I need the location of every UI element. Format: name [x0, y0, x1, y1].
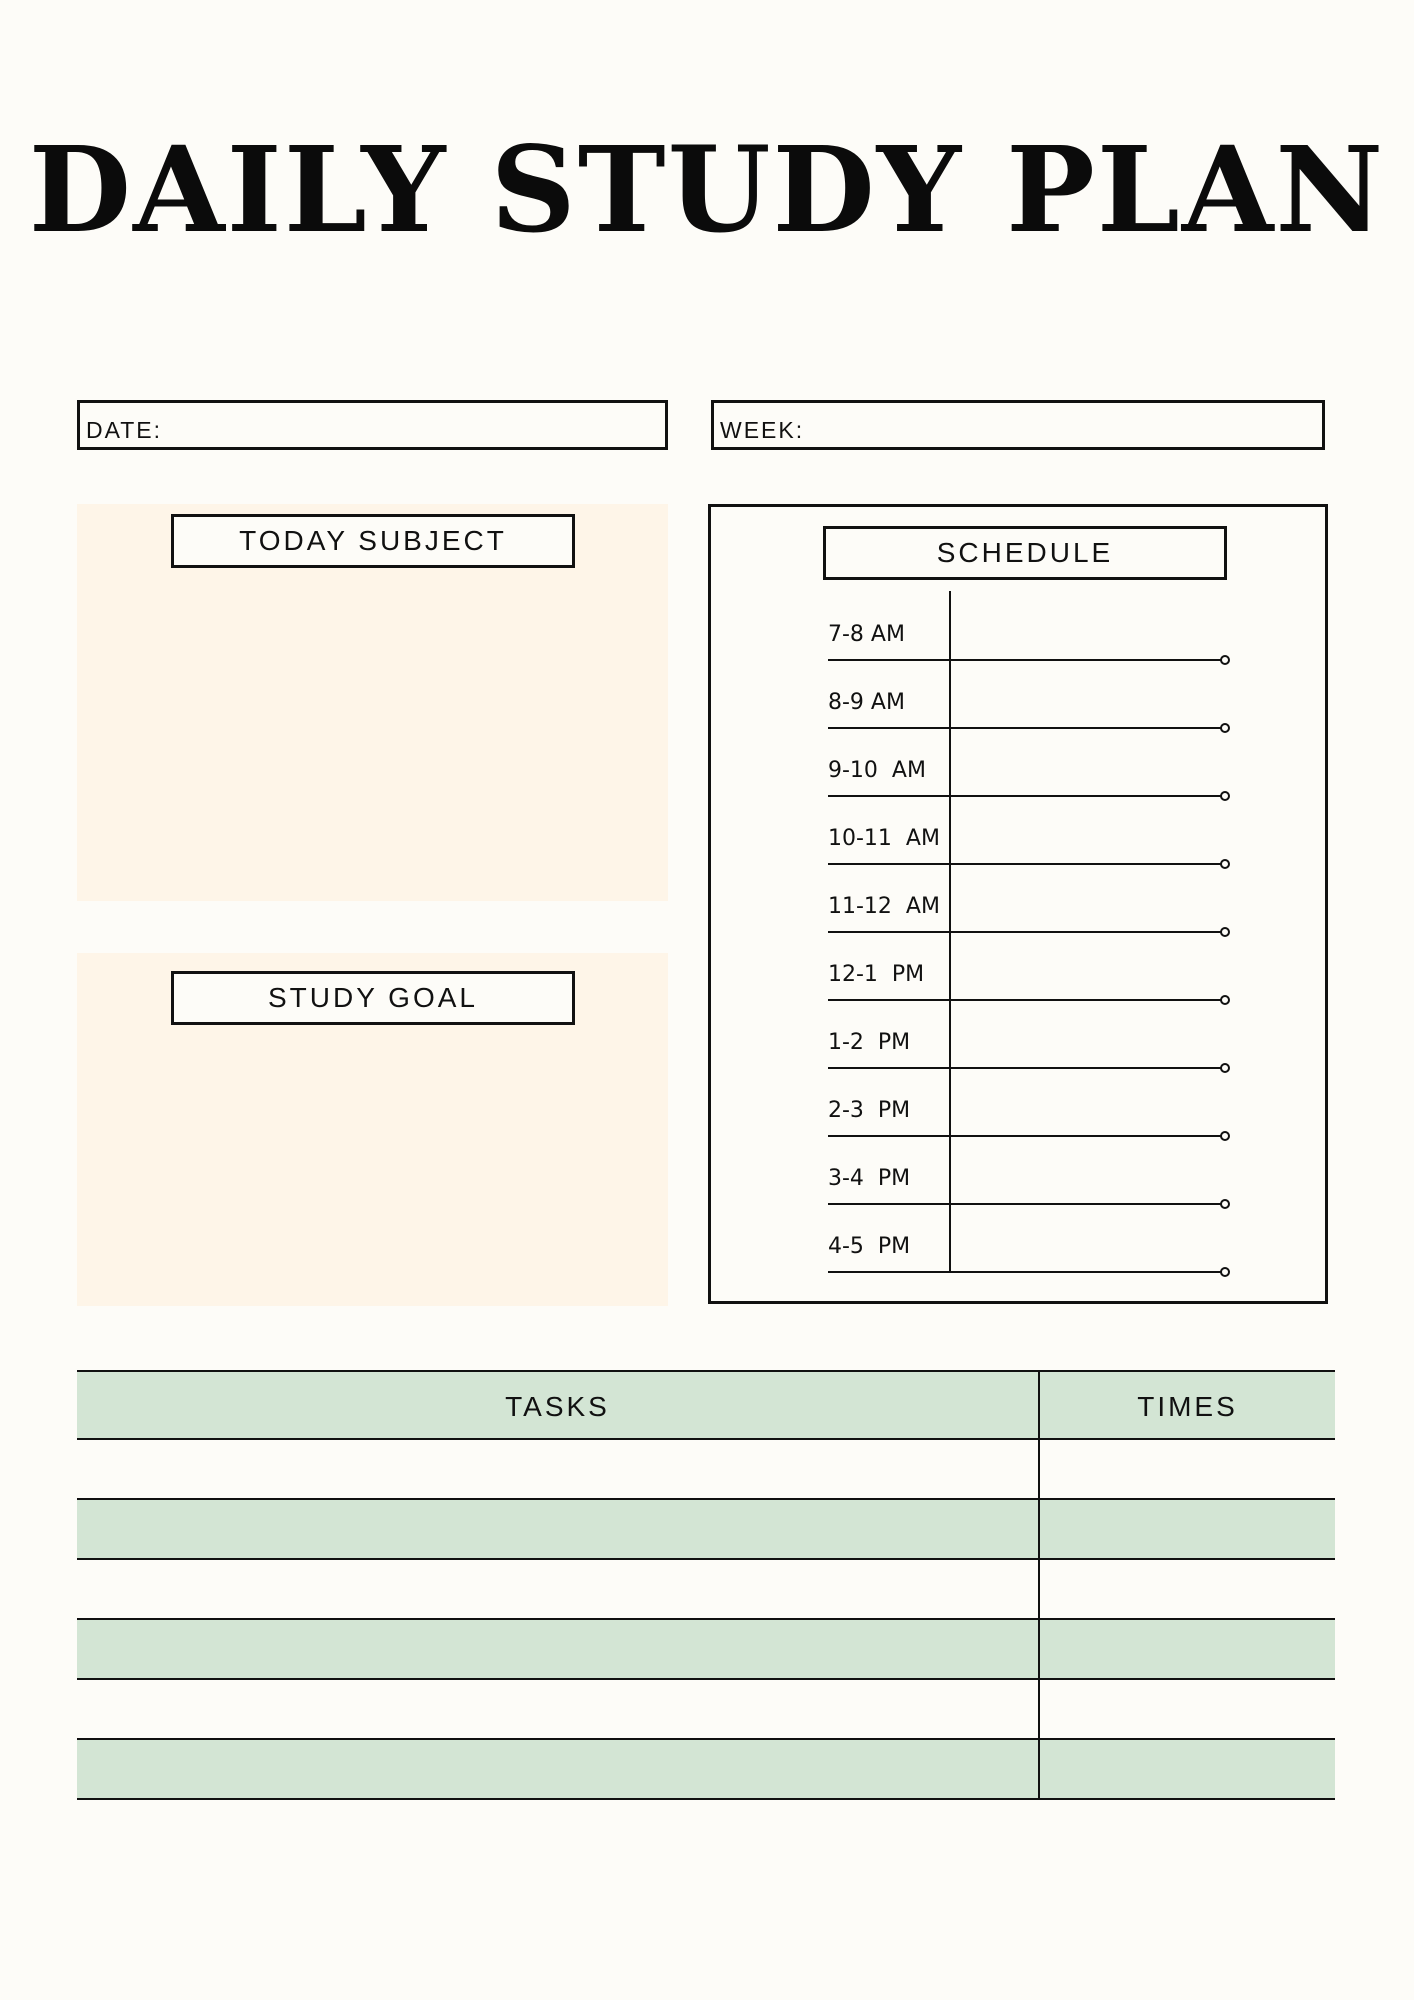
- line-end-dot-icon: [1220, 1267, 1230, 1277]
- time-cell[interactable]: [1040, 1680, 1335, 1738]
- task-cell[interactable]: [77, 1620, 1040, 1678]
- time-cell[interactable]: [1040, 1740, 1335, 1798]
- week-label: WEEK:: [720, 417, 805, 443]
- schedule-divider: [949, 591, 951, 659]
- schedule-divider: [949, 863, 951, 931]
- today-subject-label: TODAY SUBJECT: [171, 514, 575, 568]
- schedule-row[interactable]: 12-1 PM: [828, 931, 1230, 1005]
- line-end-dot-icon: [1220, 1063, 1230, 1073]
- tasks-table-header: TASKS TIMES: [77, 1372, 1335, 1440]
- task-cell[interactable]: [77, 1500, 1040, 1558]
- table-row[interactable]: [77, 1440, 1335, 1500]
- task-cell[interactable]: [77, 1440, 1040, 1498]
- line-end-dot-icon: [1220, 1199, 1230, 1209]
- schedule-time-label: 10-11 AM: [828, 826, 940, 851]
- time-cell[interactable]: [1040, 1560, 1335, 1618]
- line-end-dot-icon: [1220, 655, 1230, 665]
- study-goal-label: STUDY GOAL: [171, 971, 575, 1025]
- schedule-row[interactable]: 3-4 PM: [828, 1135, 1230, 1209]
- line-end-dot-icon: [1220, 859, 1230, 869]
- schedule-divider: [949, 727, 951, 795]
- time-cell[interactable]: [1040, 1440, 1335, 1498]
- schedule-row[interactable]: 7-8 AM: [828, 591, 1230, 665]
- schedule-time-label: 12-1 PM: [828, 962, 925, 987]
- schedule-row[interactable]: 2-3 PM: [828, 1067, 1230, 1141]
- schedule-time-label: 7-8 AM: [828, 622, 905, 647]
- page-title: DAILY STUDY PLAN: [28, 120, 1386, 259]
- tasks-table: TASKS TIMES: [77, 1370, 1335, 1800]
- schedule-row[interactable]: 1-2 PM: [828, 999, 1230, 1073]
- schedule-row[interactable]: 10-11 AM: [828, 795, 1230, 869]
- study-goal-panel[interactable]: STUDY GOAL: [77, 953, 668, 1306]
- schedule-divider: [949, 1135, 951, 1203]
- time-cell[interactable]: [1040, 1620, 1335, 1678]
- task-cell[interactable]: [77, 1740, 1040, 1798]
- task-cell[interactable]: [77, 1680, 1040, 1738]
- schedule-row[interactable]: 11-12 AM: [828, 863, 1230, 937]
- week-field[interactable]: WEEK:: [711, 400, 1325, 450]
- line-end-dot-icon: [1220, 927, 1230, 937]
- schedule-divider: [949, 999, 951, 1067]
- schedule-divider: [949, 1203, 951, 1271]
- schedule-time-label: 1-2 PM: [828, 1030, 911, 1055]
- table-row[interactable]: [77, 1620, 1335, 1680]
- schedule-row[interactable]: 9-10 AM: [828, 727, 1230, 801]
- schedule-panel: SCHEDULE 7-8 AM 8-9 AM 9-10 AM 10-11 AM 11-1…: [708, 504, 1328, 1304]
- table-row[interactable]: [77, 1560, 1335, 1620]
- schedule-divider: [949, 1067, 951, 1135]
- date-field[interactable]: DATE:: [77, 400, 668, 450]
- line-end-dot-icon: [1220, 791, 1230, 801]
- schedule-divider: [949, 659, 951, 727]
- schedule-time-label: 3-4 PM: [828, 1166, 911, 1191]
- schedule-time-label: 8-9 AM: [828, 690, 905, 715]
- schedule-time-label: 4-5 PM: [828, 1234, 911, 1259]
- schedule-time-label: 9-10 AM: [828, 758, 926, 783]
- table-row[interactable]: [77, 1680, 1335, 1740]
- times-header: TIMES: [1137, 1391, 1238, 1422]
- today-subject-panel[interactable]: TODAY SUBJECT: [77, 504, 668, 901]
- schedule-row[interactable]: 8-9 AM: [828, 659, 1230, 733]
- tasks-header: TASKS: [77, 1372, 1040, 1438]
- schedule-divider: [949, 795, 951, 863]
- schedule-label: SCHEDULE: [823, 526, 1227, 580]
- schedule-time-label: 2-3 PM: [828, 1098, 911, 1123]
- schedule-divider: [949, 931, 951, 999]
- table-row[interactable]: [77, 1500, 1335, 1560]
- time-cell[interactable]: [1040, 1500, 1335, 1558]
- schedule-time-label: 11-12 AM: [828, 894, 940, 919]
- line-end-dot-icon: [1220, 723, 1230, 733]
- task-cell[interactable]: [77, 1560, 1040, 1618]
- date-label: DATE:: [86, 417, 163, 443]
- table-row[interactable]: [77, 1740, 1335, 1800]
- line-end-dot-icon: [1220, 995, 1230, 1005]
- line-end-dot-icon: [1220, 1131, 1230, 1141]
- schedule-row[interactable]: 4-5 PM: [828, 1203, 1230, 1277]
- tasks-table-body: [77, 1440, 1335, 1800]
